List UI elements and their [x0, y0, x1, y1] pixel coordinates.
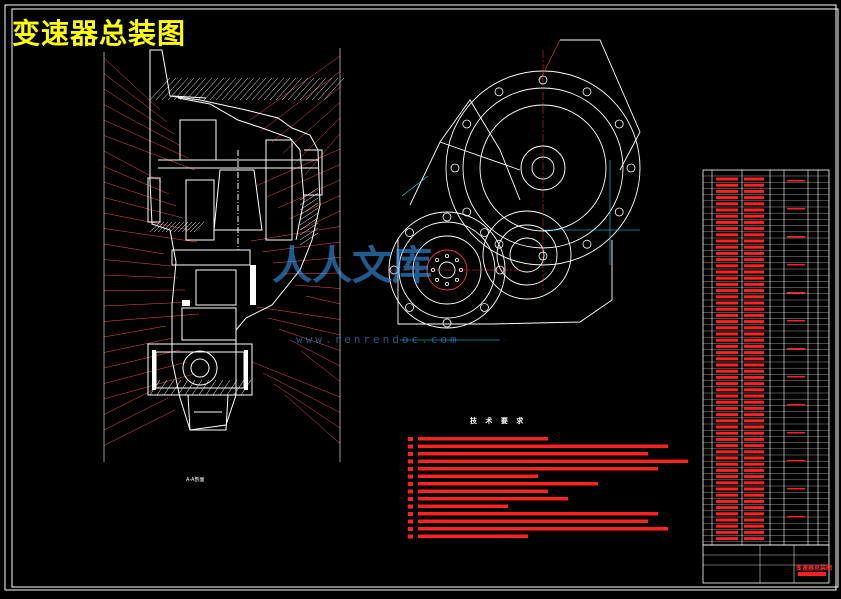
bolt-holes: [389, 75, 636, 328]
section-view-label: A-A剖面: [186, 477, 205, 483]
tech-requirements-heading: 技 术 要 求: [470, 417, 527, 425]
end-view: [388, 39, 641, 341]
inner-border: [11, 8, 839, 588]
tech-requirements-text: [408, 437, 688, 539]
title-block: [702, 544, 830, 584]
leaders-left: [103, 57, 200, 446]
watermark-url: www.renrendoc.com: [296, 333, 460, 346]
drawing-title: 变速器总装图: [12, 17, 187, 50]
watermark-logo: 人人文库: [272, 243, 432, 289]
titleblock-name: 变速器总装图: [796, 565, 833, 572]
section-view: [103, 48, 345, 462]
leaders-right: [249, 55, 341, 444]
bill-of-materials: [702, 169, 830, 546]
outer-border: [4, 4, 837, 591]
